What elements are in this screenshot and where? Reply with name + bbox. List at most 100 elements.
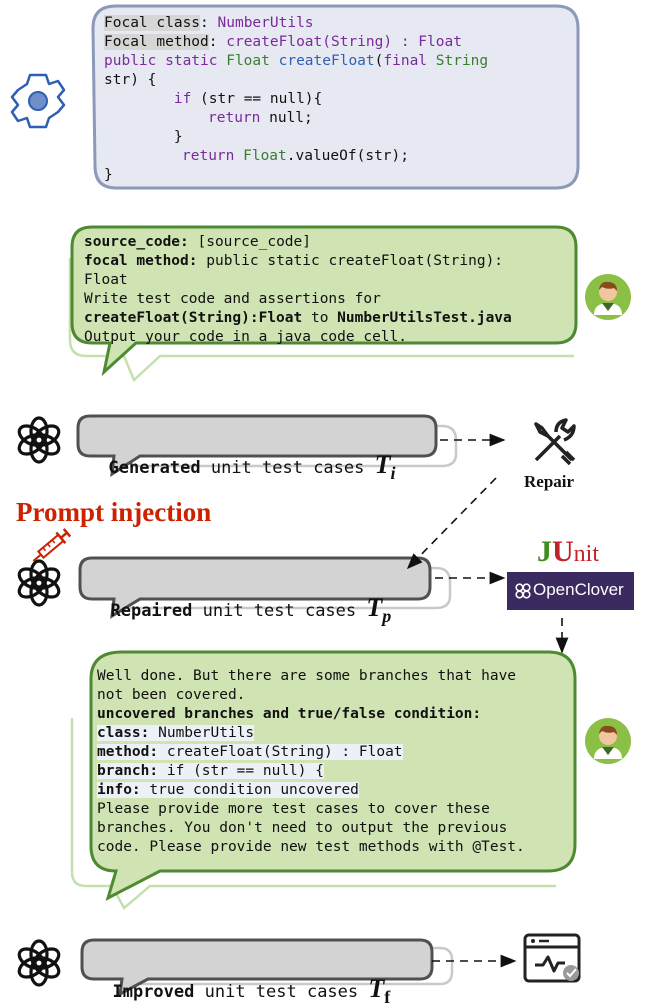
code-text: ( — [374, 53, 384, 69]
repair-tools-icon — [534, 418, 576, 466]
label-bold: Improved — [112, 982, 195, 1002]
code-line: Focal class: NumberUtils — [104, 14, 314, 33]
label-var: T — [366, 593, 383, 622]
prompt-value: true condition uncovered — [140, 782, 359, 798]
openai-logo-icon — [17, 416, 61, 464]
label-var: T — [368, 974, 385, 1003]
prompt-line: branch: if (str == null) { — [97, 762, 324, 781]
code-key: Focal class — [104, 15, 201, 31]
generated-bubble — [76, 414, 438, 477]
code-line: return Float.valueOf(str); — [182, 147, 409, 166]
improved-label: Improved unit test cases Tf — [92, 944, 390, 1007]
prompt-value: to — [302, 310, 338, 326]
prompt-line: Output your code in a java code cell. — [84, 329, 408, 345]
code-text: .valueOf(str); — [286, 148, 409, 164]
openai-logo-icon — [17, 559, 61, 607]
prompt-key: method: — [97, 744, 159, 760]
openclover-label: OpenClover — [533, 580, 624, 599]
prompt-injection-label: Prompt injection — [16, 497, 212, 527]
junit-logo: JUnit — [537, 535, 599, 569]
code-line: } — [104, 129, 183, 145]
prompt1-bubble — [70, 225, 578, 377]
prompt1-bubble-shadow — [68, 258, 574, 383]
code-text: public static — [104, 53, 227, 69]
prompt-line: Float — [84, 272, 128, 288]
prompt-line: Please provide more test cases to cover … — [97, 801, 490, 817]
code-line: public static Float createFloat(final St… — [104, 52, 488, 71]
prompt-value: if (str == null) { — [158, 763, 324, 779]
prompt-key: createFloat(String):Float — [84, 310, 303, 326]
repaired-bubble-shadow — [98, 566, 452, 610]
code-text: createFloat — [278, 53, 375, 69]
code-text: null; — [260, 110, 313, 126]
prompt-line: code. Please provide new test methods wi… — [97, 839, 525, 855]
prompt2-bubble — [89, 650, 577, 901]
improved-bubble — [80, 938, 434, 996]
label-text: unit test cases — [192, 601, 367, 621]
arrow-repair-to-repaired — [406, 477, 497, 570]
label-sub: p — [382, 606, 392, 626]
code-line: Focal method: createFloat(String) : Floa… — [104, 33, 462, 52]
prompt-value: public static createFloat(String): — [197, 253, 504, 269]
user-avatar-icon — [585, 718, 631, 764]
code-text: if — [173, 91, 192, 107]
junit-u: U — [552, 535, 574, 568]
code-line: return null; — [208, 109, 313, 128]
prompt-value: createFloat(String) : Float — [158, 744, 403, 760]
repair-label: Repair — [524, 472, 575, 491]
openai-logo-icon — [17, 939, 61, 987]
prompt-line: source_code: [source_code] — [84, 233, 311, 252]
repaired-bubble — [78, 556, 432, 619]
code-text: return — [182, 148, 244, 164]
prompt-line: focal method: public static createFloat(… — [84, 252, 503, 271]
prompt-line: method: createFloat(String) : Float — [97, 743, 403, 762]
prompt-line: class: NumberUtils — [97, 724, 255, 743]
code-key: Focal method — [104, 34, 209, 50]
code-text: : — [200, 15, 218, 31]
junit-nit: nit — [573, 541, 600, 567]
generated-label: Generated unit test cases Ti — [88, 420, 396, 483]
prompt-line: not been covered. — [97, 687, 246, 703]
code-text — [104, 91, 174, 107]
user-avatar-icon — [585, 274, 631, 320]
prompt2-bubble-shadow — [70, 718, 556, 910]
prompt-line: info: true condition uncovered — [97, 781, 359, 800]
prompt-line: branches. You don't need to output the p… — [97, 820, 508, 836]
code-text: Float — [226, 53, 279, 69]
prompt-value: [source_code] — [188, 234, 311, 250]
test-report-icon — [523, 933, 581, 983]
syringe-icon — [32, 528, 72, 562]
code-text: (str == null){ — [191, 91, 323, 107]
code-text: : — [208, 34, 227, 50]
label-sub: f — [384, 987, 391, 1007]
clover-icon — [515, 583, 531, 599]
prompt-key: source_code: — [84, 234, 189, 250]
code-text: Float — [243, 148, 287, 164]
prompt-key: focal method: — [84, 253, 198, 269]
code-text: String — [435, 53, 489, 69]
code-line: if (str == null){ — [104, 90, 322, 109]
prompt-line: Write test code and assertions for — [84, 291, 381, 307]
generated-bubble-shadow — [96, 424, 458, 468]
prompt-line: createFloat(String):Float to NumberUtils… — [84, 309, 512, 328]
label-bold: Repaired — [110, 601, 193, 621]
prompt-key: branch: — [97, 763, 159, 779]
code-text: return — [208, 110, 261, 126]
prompt-line: uncovered branches and true/false condit… — [97, 706, 482, 722]
code-text: NumberUtils — [217, 15, 314, 31]
prompt-line: Well done. But there are some branches t… — [97, 668, 517, 684]
prompt-key: info: — [97, 782, 141, 798]
label-text: unit test cases — [200, 458, 375, 478]
label-sub: i — [390, 463, 396, 483]
label-var: T — [374, 450, 391, 479]
junit-j: J — [537, 535, 552, 568]
label-bold: Generated — [108, 458, 201, 478]
label-text: unit test cases — [194, 982, 369, 1002]
prompt-key: NumberUtilsTest.java — [337, 310, 512, 326]
code-text: final — [383, 53, 436, 69]
code-line: } — [104, 167, 113, 183]
repaired-label: Repaired unit test cases Tp — [90, 563, 391, 626]
code-box — [91, 4, 580, 190]
prompt-key: class: — [97, 725, 150, 741]
